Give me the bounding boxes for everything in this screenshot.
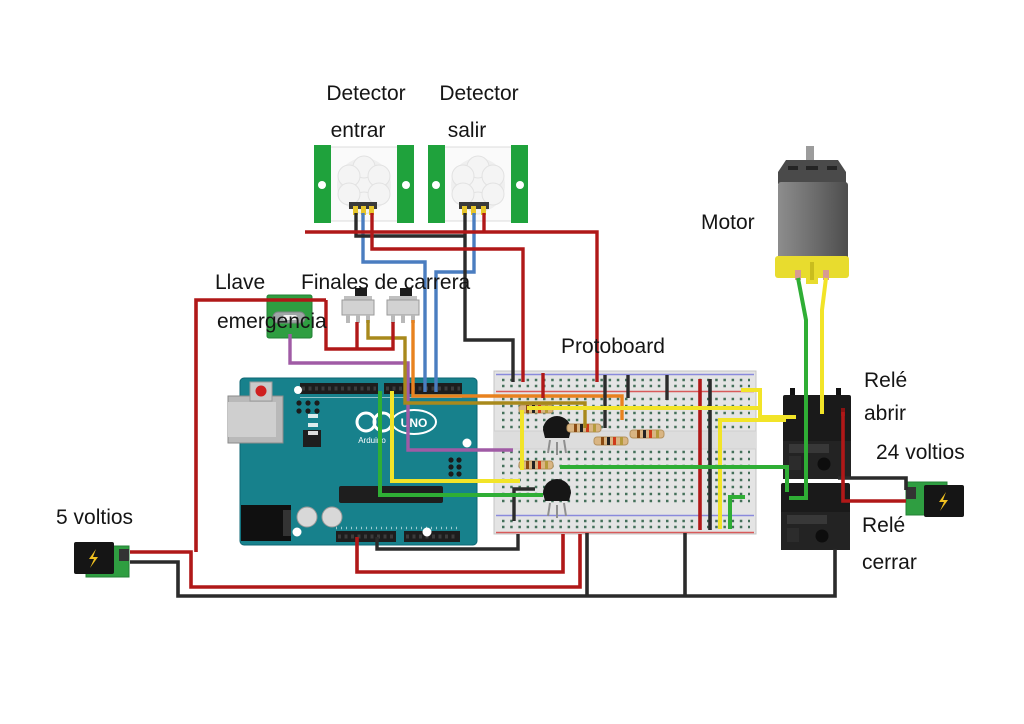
icsp-header-2: [448, 457, 462, 477]
wire-purple-emergency-to-board: [288, 334, 513, 452]
wire-black-arduino-gnd: [375, 534, 520, 551]
wire-yellow-arduino-to-board: [390, 391, 520, 483]
uno-text: UNO: [401, 416, 428, 430]
wire-layer: [130, 213, 908, 598]
limit-switch-2: [386, 288, 420, 323]
digital-header-left: [300, 383, 378, 394]
capacitor: [321, 506, 343, 528]
pir-detector-salir: [428, 145, 528, 223]
label-24-voltios: 24 voltios: [876, 441, 965, 464]
power-supply-5v: [74, 542, 130, 578]
relay-close: [781, 483, 850, 550]
label-finales-de-carrera: Finales de carrera: [301, 271, 471, 294]
emergency-key-module: [266, 294, 313, 339]
transistor-1: [543, 416, 571, 455]
relay-open: [783, 388, 851, 479]
arduino-text: Arduino: [358, 436, 386, 445]
detector-connector: [459, 202, 489, 209]
wire-black-relay-to-24v: [838, 476, 908, 490]
label-detector-salir-1: Detector: [439, 82, 519, 105]
label-motor: Motor: [701, 211, 755, 234]
wire-yellow-rail-to-relay: [741, 388, 762, 408]
lightning-bolt-icon: [939, 492, 948, 511]
wire-green-corner: [728, 495, 745, 529]
wire-yellow-row-to-relay: [527, 406, 796, 419]
resistor-4: [629, 429, 665, 439]
label-rele-cerrar-2: cerrar: [862, 551, 917, 574]
dc-motor: [775, 146, 849, 284]
wire-blue-detector-salir: [434, 213, 476, 392]
resistor-5: [518, 460, 554, 470]
label-5-voltios: 5 voltios: [56, 506, 134, 529]
label-protoboard: Protoboard: [561, 335, 665, 358]
wire-green-arduino-to-board: [378, 391, 543, 497]
transistor-2: [543, 479, 571, 518]
limit-switch-1: [341, 288, 375, 323]
label-detector-entrar-2: entrar: [330, 119, 386, 142]
detector-connector: [349, 202, 377, 209]
label-rele-abrir-2: abrir: [864, 402, 907, 425]
wire-red-top-bus: [305, 230, 599, 382]
label-detector-salir-2: salir: [447, 119, 487, 142]
wire-black-detector-entrar: [354, 213, 465, 238]
pir-detector-entrar: [314, 145, 414, 223]
wire-green-row-to-relay: [560, 465, 789, 492]
label-rele-abrir-1: Relé: [864, 369, 908, 392]
resistor-3: [593, 436, 629, 446]
capacitor: [296, 506, 318, 528]
power-jack: [241, 505, 291, 541]
wire-yellow-relay-lower: [718, 418, 786, 529]
wire-red-emergency-key: [194, 298, 326, 552]
wire-red-5v-feed: [130, 534, 582, 589]
wire-red-arduino-5v: [355, 534, 565, 574]
label-llave-1: Llave: [215, 271, 266, 294]
label-rele-cerrar-1: Relé: [862, 514, 906, 537]
wire-black-detector-salir: [463, 213, 515, 382]
wire-black-transistor2-gnd: [512, 487, 535, 521]
wire-green-motor: [789, 277, 808, 500]
label-detector-entrar-1: Detector: [326, 82, 406, 105]
motor-shaft: [806, 146, 814, 164]
wire-yellow-motor: [820, 277, 828, 414]
wire-red-relay-to-24v: [841, 412, 906, 503]
wire-red-switch-bus: [324, 300, 395, 351]
digital-header-right: [384, 383, 462, 394]
lightning-bolt-icon: [89, 549, 98, 568]
wire-black-5v-ground-bus: [130, 549, 837, 598]
power-supply-24v: [905, 481, 964, 517]
icsp-header-1: [296, 400, 320, 414]
reset-button: [249, 381, 273, 402]
label-llave-2: emergencia: [217, 310, 327, 333]
